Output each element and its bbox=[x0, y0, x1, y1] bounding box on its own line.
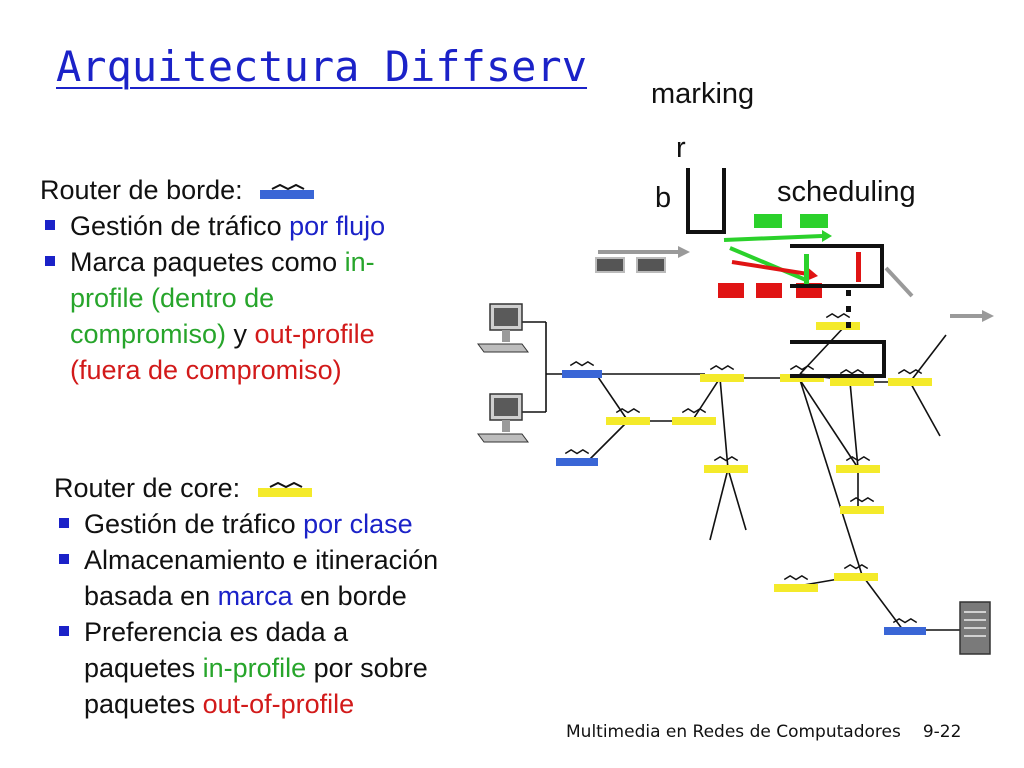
output-arrows bbox=[884, 266, 994, 322]
core-bullet2-text: Almacenamiento e itineración bbox=[84, 545, 439, 575]
core-bullet2-mark: marca bbox=[217, 581, 293, 611]
core-bullet-per-class: Gestión de tráfico por clase bbox=[54, 506, 438, 542]
marking-arrows bbox=[723, 230, 832, 282]
core-bullet2-edge: en borde bbox=[292, 581, 407, 611]
host-computer-bottom bbox=[477, 393, 529, 443]
page-number: 9-22 bbox=[922, 722, 962, 742]
scheduler-queue-bottom bbox=[790, 340, 886, 378]
edge-router-a bbox=[562, 360, 602, 378]
edge-bullet-per-flow: Gestión de tráfico por flujo bbox=[40, 208, 385, 244]
edge-bullet2-text: Marca paquetes como bbox=[70, 247, 345, 277]
footer: Multimedia en Redes de Computadores 9-22 bbox=[566, 722, 961, 742]
core-router-heading-text: Router de core: bbox=[54, 473, 241, 503]
queue-ellipsis bbox=[846, 290, 851, 328]
token-bucket bbox=[686, 168, 726, 234]
core-bullet3-packets2: paquetes bbox=[84, 689, 203, 719]
edge-router-b bbox=[556, 448, 598, 466]
core-router-icon bbox=[257, 481, 312, 497]
scheduler-queue-top bbox=[790, 244, 884, 288]
edge-bullet-marking: Marca paquetes como in- profile (dentro … bbox=[40, 244, 385, 388]
edge-router-heading-text: Router de borde: bbox=[40, 175, 243, 205]
core-bullet2-based: basada en bbox=[84, 581, 218, 611]
edge-bullet2-out-profile: out-profile bbox=[254, 319, 375, 349]
rate-label: r bbox=[676, 132, 686, 164]
core-bullet-buffering: Almacenamiento e itineración basada en m… bbox=[54, 542, 438, 614]
core-bullet3-text: Preferencia es dada a bbox=[84, 617, 349, 647]
edge-router-section: Router de borde: Gestión de tráfico por … bbox=[40, 172, 385, 388]
core-router-section: Router de core: Gestión de tráfico por c… bbox=[54, 470, 438, 722]
edge-bullet2-in: in- bbox=[344, 247, 375, 277]
core-router-heading: Router de core: bbox=[54, 470, 438, 506]
core-bullet3-out-profile: out-of-profile bbox=[202, 689, 355, 719]
core-bullet1-text: Gestión de tráfico bbox=[84, 509, 304, 539]
scheduling-label: scheduling bbox=[777, 176, 916, 208]
network-links bbox=[520, 321, 960, 631]
edge-bullet2-commitment: compromiso) bbox=[70, 319, 227, 349]
edge-bullet2-out-commitment: (fuera de compromiso) bbox=[70, 355, 342, 385]
edge-bullet2-and: y bbox=[226, 319, 255, 349]
core-bullet-preference: Preferencia es dada a paquetes in-profil… bbox=[54, 614, 438, 722]
host-computer-top bbox=[477, 303, 529, 353]
server-icon bbox=[959, 601, 991, 655]
edge-router-icon bbox=[260, 183, 315, 199]
edge-bullet1-highlight: por flujo bbox=[289, 211, 386, 241]
edge-bullet1-text: Gestión de tráfico bbox=[70, 211, 290, 241]
marking-label: marking bbox=[651, 78, 755, 110]
incoming-packets bbox=[595, 246, 690, 273]
core-bullet3-packets: paquetes bbox=[84, 653, 203, 683]
edge-bullet2-in-profile: profile (dentro de bbox=[70, 283, 275, 313]
edge-router-c bbox=[884, 617, 926, 635]
edge-router-heading: Router de borde: bbox=[40, 172, 385, 208]
core-bullet3-over: por sobre bbox=[306, 653, 428, 683]
core-bullet3-in-profile: in-profile bbox=[202, 653, 307, 683]
core-bullet1-highlight: por clase bbox=[303, 509, 413, 539]
footer-course: Multimedia en Redes de Computadores bbox=[566, 722, 901, 742]
bucket-label: b bbox=[655, 182, 672, 214]
in-profile-packets bbox=[754, 214, 828, 228]
page-title: Arquitectura Diffserv bbox=[56, 42, 588, 91]
